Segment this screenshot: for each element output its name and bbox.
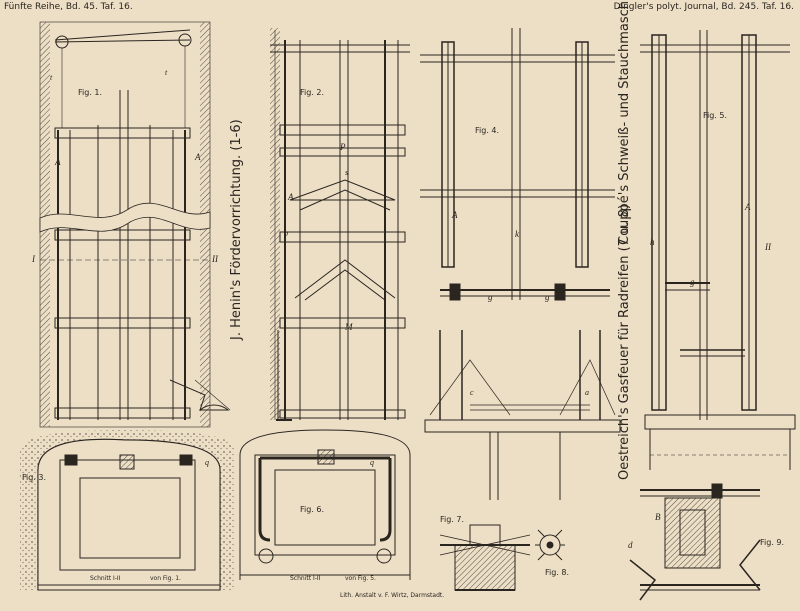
- fig7-label: Fig. 7.: [440, 515, 464, 524]
- fig6-from-caption: von Fig. 5.: [345, 575, 376, 582]
- letter-q-fig3: q: [205, 458, 209, 467]
- header-right: Dingler's polyt. Journal, Bd. 245. Taf. …: [613, 2, 794, 12]
- henin-title: J. Henin's Fördervorrichtung. (1-6): [229, 119, 244, 341]
- gasfeuer-frame: [424, 330, 621, 500]
- letter-g-fig4-left: g: [488, 292, 493, 302]
- fig3-drawing: [20, 430, 235, 591]
- fig3-from-caption: von Fig. 1.: [150, 575, 181, 582]
- letter-II-fig5: II: [764, 242, 772, 252]
- fig9-drawing: [629, 483, 761, 601]
- coupe-title: Couppé's Schweiß- und Stauchmaschine (9): [617, 0, 632, 245]
- letter-M-fig2: M: [344, 322, 353, 332]
- letter-h-fig5: h: [650, 237, 655, 247]
- letter-s-fig2: s: [345, 168, 348, 177]
- fig3-section-caption: Schnitt I-II: [90, 575, 121, 582]
- fig4-label: Fig. 4.: [475, 126, 499, 135]
- letter-a-gasfeuer: a: [585, 388, 589, 397]
- fig1-drawing: [39, 21, 231, 428]
- fig7-drawing: [439, 524, 531, 591]
- letter-II-fig1: II: [211, 254, 219, 264]
- fig5-label: Fig. 5.: [703, 111, 727, 120]
- lithograph-credit: Lith. Anstalt v. F. Wirtz, Darmstadt.: [340, 592, 444, 599]
- letter-A-fig4: A: [451, 210, 458, 220]
- letter-A-fig2: A: [287, 192, 294, 202]
- fig4-drawing: [420, 28, 615, 301]
- letter-d-fig9: d: [628, 540, 633, 550]
- letter-t-fig1-right: t: [165, 68, 168, 77]
- letter-P-fig2: P: [339, 142, 346, 152]
- letter-b-fig2: b: [284, 229, 288, 238]
- fig8-label: Fig. 8.: [545, 568, 569, 577]
- letter-B-fig9: B: [655, 512, 661, 522]
- fig1-label: Fig. 1.: [78, 88, 102, 97]
- fig8-drawing: [535, 529, 565, 561]
- fig6-label: Fig. 6.: [300, 505, 324, 514]
- fig9-label: Fig. 9.: [760, 538, 784, 547]
- letter-g-fig4-right: g: [545, 292, 550, 302]
- letter-A-fig1-left: A: [54, 157, 61, 167]
- fig5-drawing: [640, 30, 796, 470]
- oestreich-title: Oestreich's Gasfeuer für Radreifen (7 u.…: [617, 204, 632, 480]
- fig6-section-caption: Schnitt I-II: [290, 575, 321, 582]
- letter-I-fig1: I: [31, 254, 36, 264]
- letter-t-fig1-left: t: [50, 73, 53, 82]
- letter-k-fig4: k: [515, 229, 520, 239]
- fig2-label: Fig. 2.: [300, 88, 324, 97]
- letter-q-fig6: q: [370, 458, 374, 467]
- fig2-drawing: [270, 28, 410, 421]
- fig3-label: Fig. 3.: [22, 473, 46, 482]
- letter-g-fig5: g: [690, 277, 695, 287]
- letter-A-fig5: A: [744, 202, 751, 212]
- letter-A-fig1-right: A: [194, 152, 201, 162]
- letter-c-gasfeuer: c: [470, 388, 474, 397]
- header-left: Fünfte Reihe, Bd. 45. Taf. 16.: [4, 2, 133, 12]
- fig6-drawing: [239, 429, 411, 580]
